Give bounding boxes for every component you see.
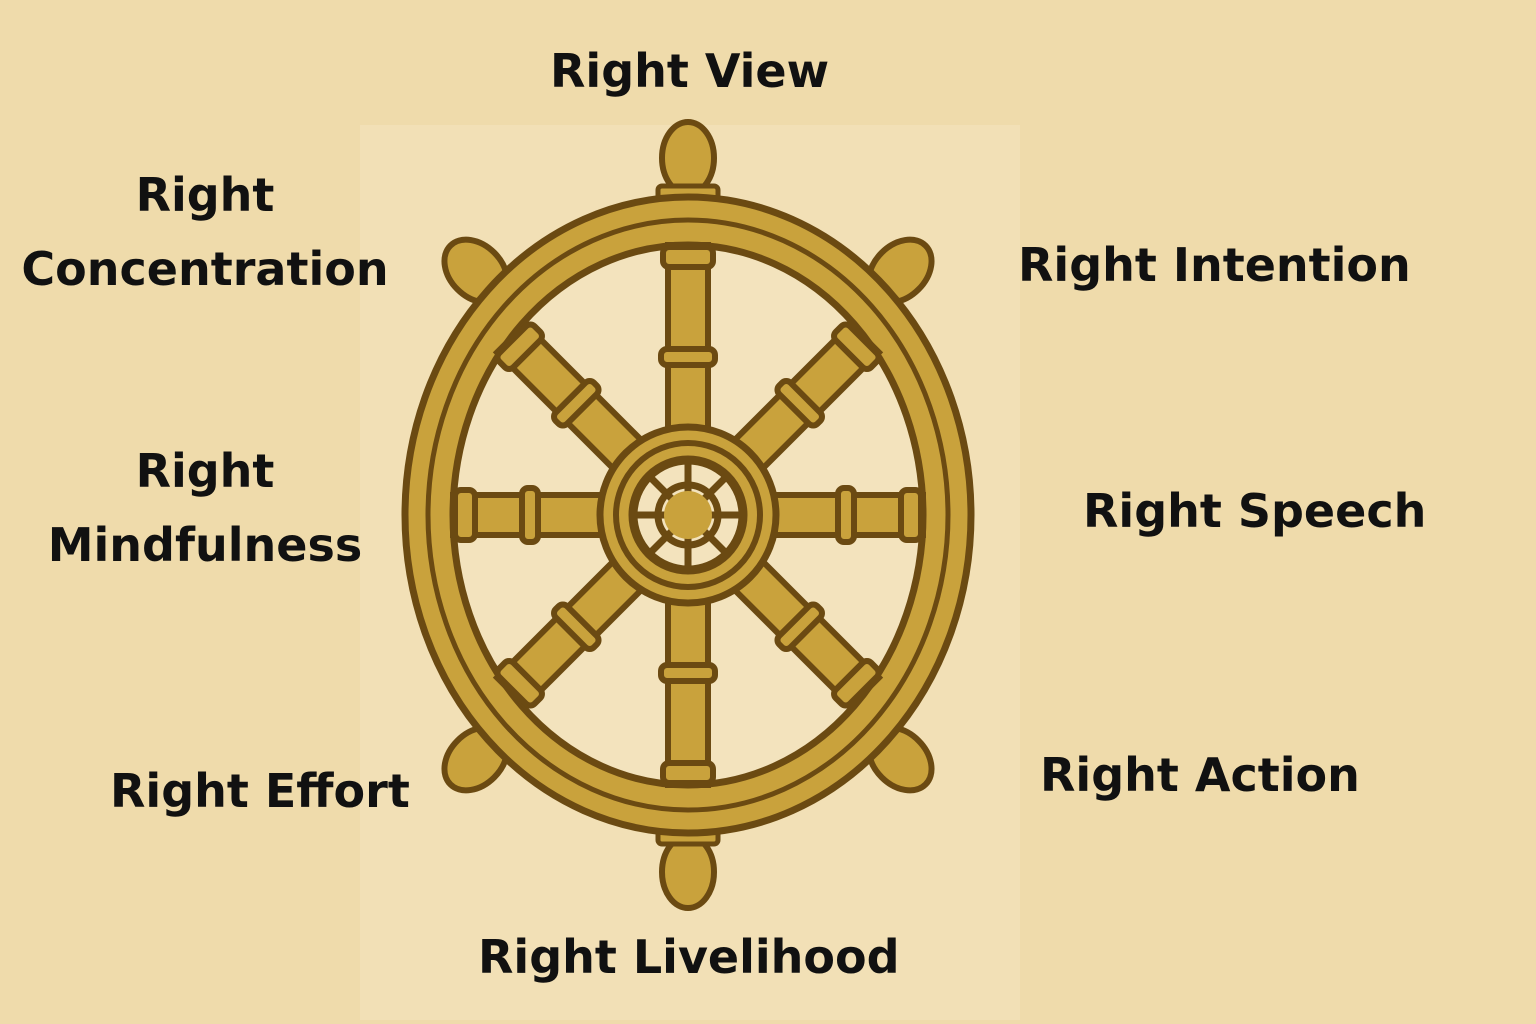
label-right-view: Right View	[550, 44, 830, 98]
spoke	[492, 319, 664, 491]
wheel-rim-line	[425, 217, 951, 813]
hub-center	[664, 491, 712, 539]
spoke	[712, 539, 884, 711]
label-right-mindfulness: Right Mindfulness	[0, 434, 410, 582]
label-right-action: Right Action	[1040, 748, 1360, 802]
label-line: Concentration	[21, 242, 389, 296]
label-line: Right	[135, 444, 275, 498]
spoke	[712, 319, 884, 491]
label-right-concentration: Right Concentration	[0, 158, 410, 306]
label-line: Right	[135, 168, 275, 222]
label-right-intention: Right Intention	[1018, 238, 1411, 292]
handle-icon	[655, 119, 721, 203]
hub-ring	[613, 440, 763, 590]
label-right-livelihood: Right Livelihood	[478, 930, 900, 984]
label-right-effort: Right Effort	[110, 764, 410, 818]
handle-icon	[655, 827, 721, 911]
label-right-speech: Right Speech	[1083, 484, 1427, 538]
hub-center-ring	[654, 481, 722, 549]
spoke	[658, 572, 718, 788]
label-line: Mindfulness	[47, 518, 363, 572]
